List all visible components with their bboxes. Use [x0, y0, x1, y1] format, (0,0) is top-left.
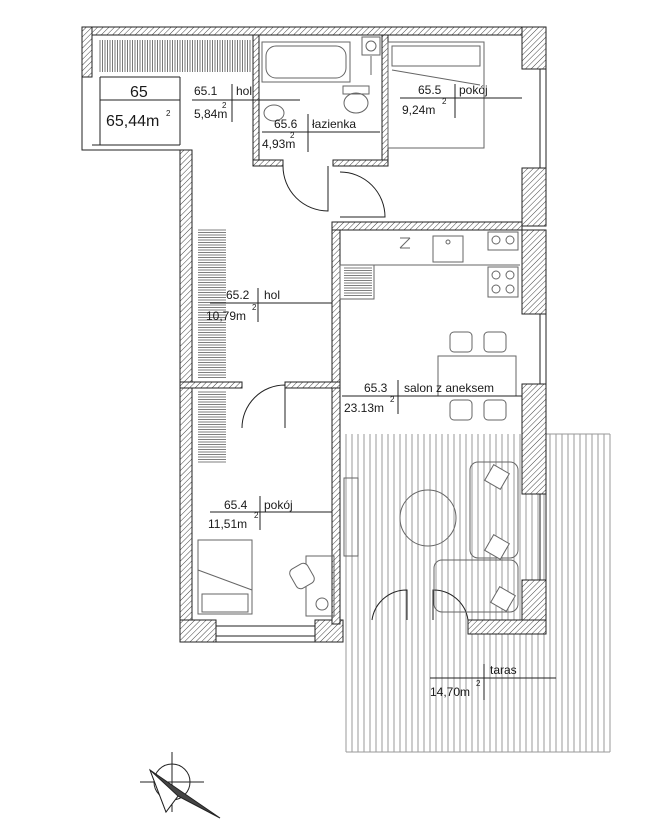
doors: [241, 165, 469, 621]
terrace-deck: [345, 433, 611, 753]
svg-text:2: 2: [476, 679, 481, 688]
svg-text:10,79m: 10,79m: [206, 309, 246, 323]
svg-text:2: 2: [290, 131, 295, 140]
terrace-label: taras 14,70m 2: [430, 663, 517, 699]
svg-text:65.2: 65.2: [226, 288, 250, 302]
svg-text:65.4: 65.4: [224, 498, 248, 512]
svg-text:65.1: 65.1: [194, 84, 218, 98]
svg-text:11,51m: 11,51m: [208, 517, 247, 531]
svg-text:23.13m: 23.13m: [344, 401, 384, 415]
label-lines: [192, 84, 556, 700]
room-label-65-2: 65.2 hol 10,79m 2: [206, 288, 280, 323]
svg-text:2: 2: [252, 303, 257, 312]
wardrobe-room: [198, 391, 226, 463]
svg-text:5,84m: 5,84m: [194, 107, 227, 121]
svg-text:salon z aneksem: salon z aneksem: [404, 381, 494, 395]
room-label-65-1: 65.1 hol 5,84m 2: [194, 84, 252, 121]
svg-text:2: 2: [222, 101, 227, 110]
svg-text:2: 2: [254, 511, 259, 520]
svg-text:pokój: pokój: [459, 83, 488, 97]
wardrobe-top: [99, 40, 251, 72]
room-label-65-3: 65.3 salon z aneksem 23.13m 2: [344, 381, 494, 415]
svg-text:łazienka: łazienka: [312, 117, 356, 131]
apartment-label: 65 65,44m 2: [106, 84, 171, 130]
svg-text:hol: hol: [236, 84, 252, 98]
svg-text:65.3: 65.3: [364, 381, 388, 395]
room-label-65-6: 65.6 łazienka 4,93m 2: [262, 117, 356, 151]
apartment-number: 65: [130, 84, 148, 101]
svg-text:hol: hol: [264, 288, 280, 302]
apartment-area: 65,44m: [106, 113, 159, 130]
bathroom-fixtures: [261, 36, 381, 122]
svg-text:taras: taras: [490, 663, 517, 677]
svg-text:2: 2: [442, 97, 447, 106]
bedroom-furniture: [197, 41, 485, 617]
svg-text:14,70m: 14,70m: [430, 685, 470, 699]
svg-text:65.5: 65.5: [418, 83, 442, 97]
kitchen: [339, 231, 520, 421]
outline: [81, 69, 547, 643]
room-label-65-4: 65.4 pokój 11,51m 2: [208, 498, 293, 531]
room-label-65-5: 65.5 pokój 9,24m 2: [402, 83, 488, 117]
svg-text:pokój: pokój: [264, 498, 293, 512]
svg-text:4,93m: 4,93m: [262, 137, 295, 151]
wardrobe-hall: [198, 229, 226, 378]
svg-text:9,24m: 9,24m: [402, 103, 435, 117]
living-room-furniture: [343, 461, 519, 613]
apartment-area-sup: 2: [166, 109, 171, 118]
svg-text:2: 2: [390, 395, 395, 404]
north-arrow-icon: [140, 752, 221, 819]
svg-text:65.6: 65.6: [274, 117, 298, 131]
